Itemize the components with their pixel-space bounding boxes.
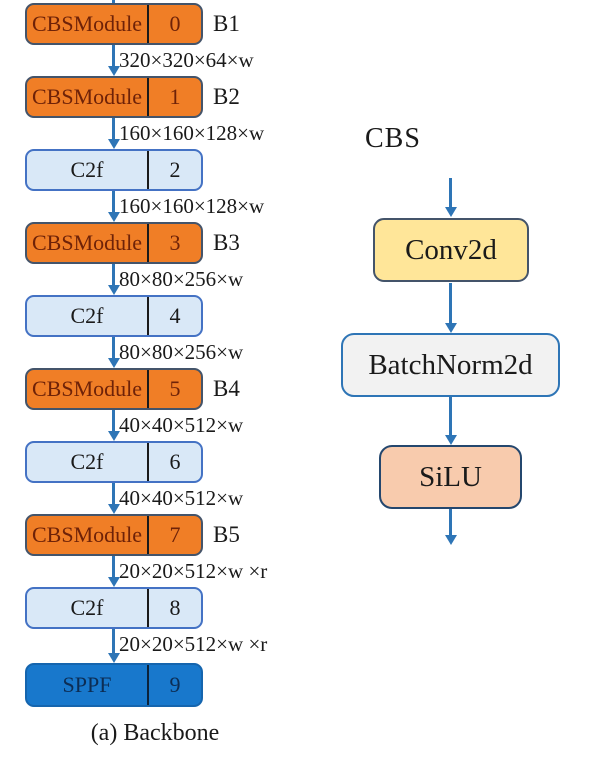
arrow-down-icon	[112, 556, 115, 577]
arrow-down-icon	[112, 191, 115, 212]
arrow-down-icon	[449, 397, 452, 435]
node-label: C2f	[70, 157, 104, 182]
block-batchnorm2d: BatchNorm2d	[341, 333, 560, 397]
edge-label: 20×20×512×w ×r	[119, 632, 268, 656]
node-index: 0	[147, 5, 201, 43]
node-c2f-4: C2f 4	[25, 295, 203, 337]
block-label: Conv2d	[405, 233, 497, 266]
edge-label: 40×40×512×w	[119, 486, 244, 510]
input-arrow-stub	[112, 0, 115, 4]
node-index: 5	[147, 370, 201, 408]
node-index: 4	[147, 297, 201, 335]
node-label: C2f	[70, 303, 104, 328]
figure-caption: (a) Backbone	[90, 720, 220, 746]
stage-label-b5: B5	[213, 522, 240, 547]
arrow-down-icon	[112, 410, 115, 431]
edge-label: 80×80×256×w	[119, 267, 244, 291]
node-label: CBSModule	[31, 11, 143, 36]
node-index: 8	[147, 589, 201, 627]
node-index: 7	[147, 516, 201, 554]
stage-label-b4: B4	[213, 376, 240, 401]
node-index: 1	[147, 78, 201, 116]
edge-label: 80×80×256×w	[119, 340, 244, 364]
block-label: SiLU	[419, 460, 482, 493]
block-silu: SiLU	[379, 445, 522, 509]
arrow-down-icon	[449, 509, 452, 535]
node-index: 3	[147, 224, 201, 262]
node-index: 6	[147, 443, 201, 481]
node-label: C2f	[70, 449, 104, 474]
node-label: CBSModule	[31, 522, 143, 547]
node-c2f-2: C2f 2	[25, 149, 203, 191]
node-c2f-6: C2f 6	[25, 441, 203, 483]
stage-label-b3: B3	[213, 230, 240, 255]
node-label: C2f	[70, 595, 104, 620]
arrow-down-icon	[112, 45, 115, 66]
stage-label-b1: B1	[213, 11, 240, 36]
arrow-down-icon	[112, 118, 115, 139]
node-label: CBSModule	[31, 84, 143, 109]
node-label: CBSModule	[31, 376, 143, 401]
edge-label: 40×40×512×w	[119, 413, 244, 437]
block-conv2d: Conv2d	[373, 218, 529, 282]
node-c2f-8: C2f 8	[25, 587, 203, 629]
arrow-down-icon	[112, 629, 115, 653]
edge-label: 160×160×128×w	[119, 194, 265, 218]
node-index: 9	[147, 665, 201, 705]
node-label: CBSModule	[31, 230, 143, 255]
edge-label: 20×20×512×w ×r	[119, 559, 268, 583]
arrow-down-icon	[449, 178, 452, 207]
edge-label: 320×320×64×w	[119, 48, 254, 72]
edge-label: 160×160×128×w	[119, 121, 265, 145]
node-cbsmodule-0: CBSModule 0	[25, 3, 203, 45]
block-label: BatchNorm2d	[368, 348, 533, 381]
cbs-title: CBS	[365, 123, 421, 154]
node-sppf-9: SPPF 9	[25, 663, 203, 707]
stage-label-b2: B2	[213, 84, 240, 109]
node-label: SPPF	[62, 672, 112, 697]
arrow-down-icon	[112, 337, 115, 358]
node-cbsmodule-5: CBSModule 5	[25, 368, 203, 410]
node-cbsmodule-7: CBSModule 7	[25, 514, 203, 556]
arrow-down-icon	[112, 483, 115, 504]
node-cbsmodule-1: CBSModule 1	[25, 76, 203, 118]
arrow-down-icon	[112, 264, 115, 285]
node-index: 2	[147, 151, 201, 189]
arrow-down-icon	[449, 283, 452, 323]
node-cbsmodule-3: CBSModule 3	[25, 222, 203, 264]
